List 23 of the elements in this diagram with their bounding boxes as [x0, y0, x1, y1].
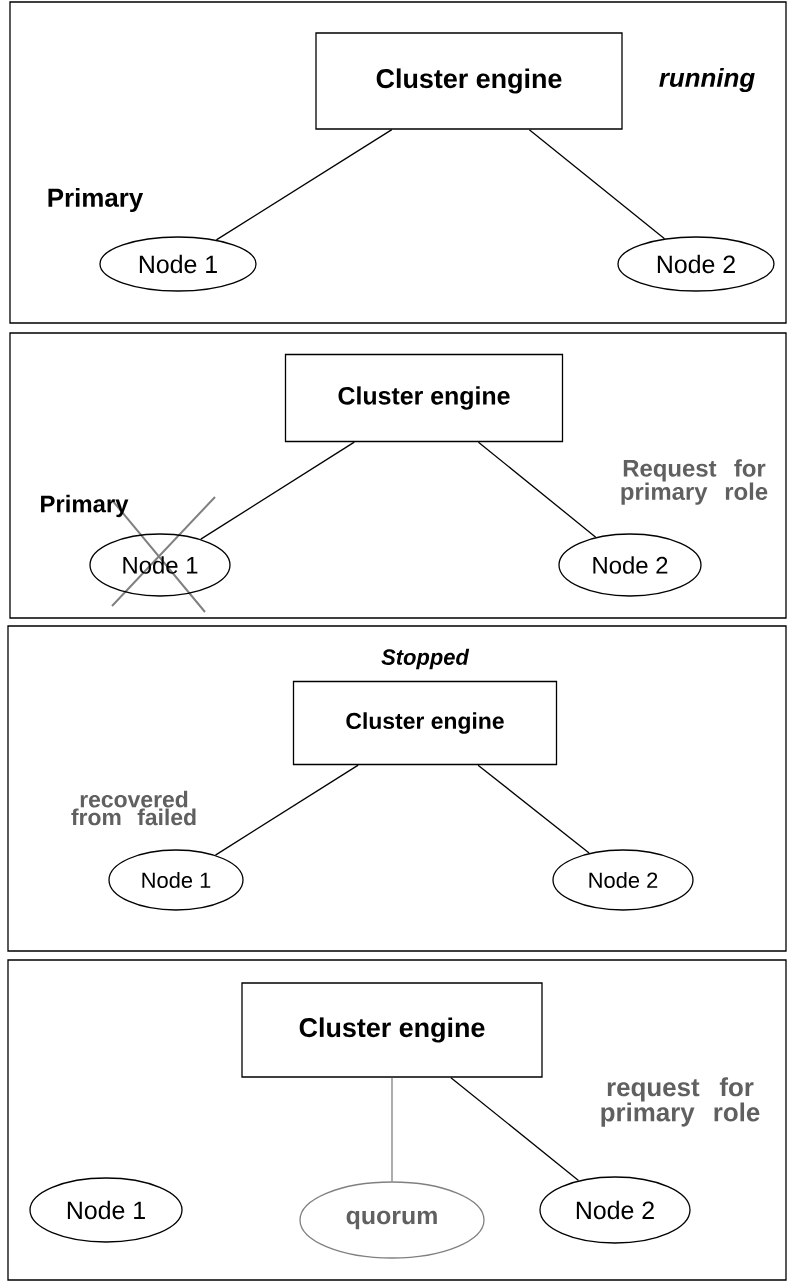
annotation-label: Request for primary role — [621, 459, 768, 505]
connector-line — [477, 441, 597, 538]
panel-frame — [9, 1, 787, 324]
connector-line — [528, 129, 666, 240]
engine-box: Cluster engine — [292, 680, 558, 766]
connector-line — [391, 1077, 393, 1182]
engine-box: Cluster engine — [241, 982, 543, 1078]
connector-line — [200, 441, 355, 540]
annotation-label: request for primary role — [601, 1077, 760, 1127]
connector-line — [214, 764, 359, 856]
panel-frame — [7, 959, 787, 1281]
panel-frame — [9, 332, 787, 619]
engine-box: Cluster engine — [315, 32, 623, 130]
annotation-label: Primary — [41, 494, 129, 518]
connector-line — [450, 1077, 580, 1182]
connector-line — [215, 129, 393, 241]
annotation-label: Stopped — [381, 648, 470, 670]
annotation-label: recovered from failed — [71, 790, 196, 826]
connector-line — [477, 764, 590, 854]
annotation-label: running — [659, 67, 755, 93]
annotation-label: Primary — [48, 187, 144, 213]
engine-box: Cluster engine — [284, 353, 564, 443]
panel-frame — [7, 625, 787, 952]
